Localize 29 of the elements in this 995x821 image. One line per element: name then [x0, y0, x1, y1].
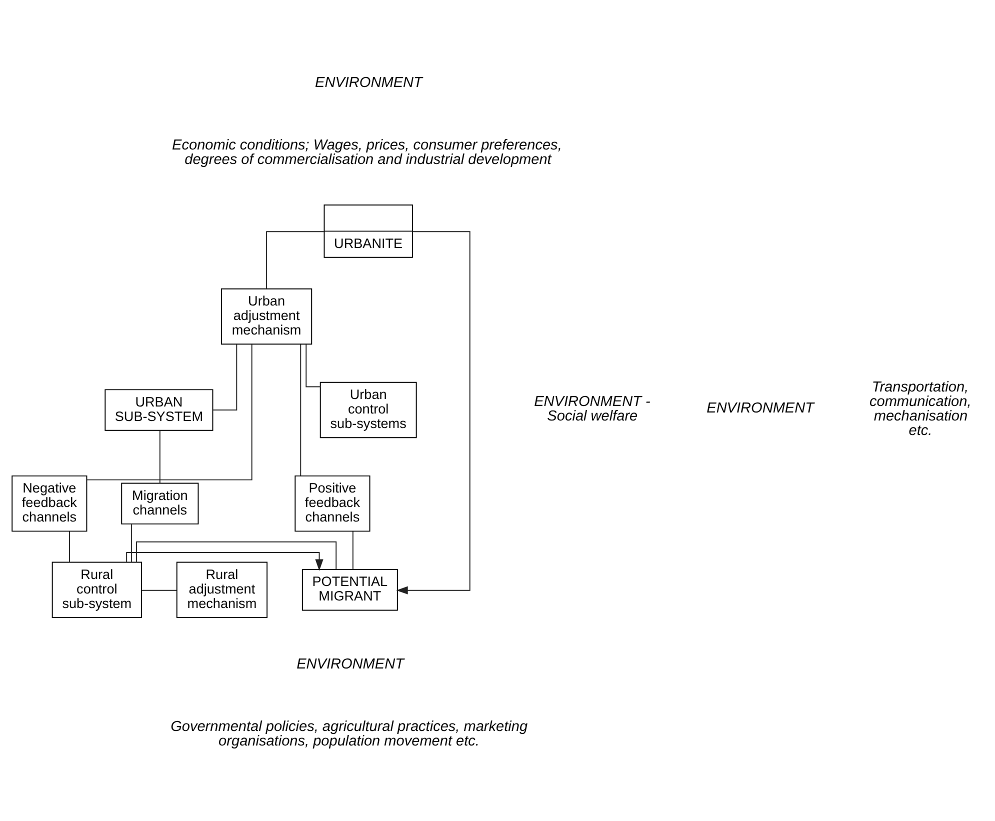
label: ENVIRONMENT - Social welfare — [534, 394, 650, 424]
node-box: Rural control sub-system — [52, 561, 142, 618]
connector — [212, 343, 238, 410]
arrow — [396, 230, 470, 594]
label: ENVIRONMENT — [706, 400, 814, 416]
node-box: Urban control sub-systems — [320, 381, 417, 438]
connector — [306, 343, 321, 387]
connector — [136, 540, 337, 570]
connector — [266, 230, 324, 289]
label: Governmental policies, agricultural practices, marketing organisations, population movement etc. — [170, 718, 528, 749]
node-box: POTENTIAL MIGRANT — [302, 568, 398, 610]
label: Economic conditions; Wages, prices, consumer preferences, degrees of commercialisation and industrial development — [172, 136, 562, 168]
label: ENVIRONMENT — [296, 656, 404, 672]
label: Transportation, communication, mechanisation etc. — [869, 379, 972, 439]
connector — [159, 430, 160, 484]
connector — [141, 589, 178, 590]
node-box: Urban adjustment mechanism — [220, 288, 312, 344]
arrow — [126, 552, 324, 570]
connector — [131, 523, 132, 562]
label: ENVIRONMENT — [315, 74, 422, 90]
node-box: Migration channels — [121, 482, 199, 524]
node-box: Rural adjustment mechanism — [176, 561, 268, 618]
connector — [69, 530, 70, 562]
node-box: Negative feedback channels — [12, 474, 88, 532]
connector — [86, 343, 252, 480]
connector — [300, 344, 302, 476]
node-box: Positive feedback channels — [294, 474, 370, 532]
connector — [352, 530, 354, 570]
node-box: URBAN SUB-SYSTEM — [104, 388, 214, 430]
